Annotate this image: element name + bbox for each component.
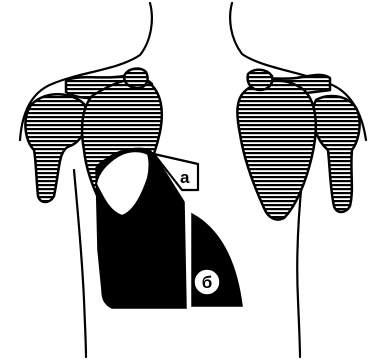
right-acromion (248, 70, 273, 90)
left-coracoid (124, 69, 148, 88)
torso-right-side (297, 180, 302, 357)
label-b-marker: б (192, 214, 242, 306)
right-scapula (237, 80, 315, 219)
left-humeral-head (25, 94, 86, 202)
right-shoulder-girdle (237, 70, 359, 220)
torso-left-side (74, 170, 86, 357)
right-humeral-head (313, 96, 360, 212)
label-a: а (180, 168, 190, 187)
label-b: б (202, 273, 213, 292)
